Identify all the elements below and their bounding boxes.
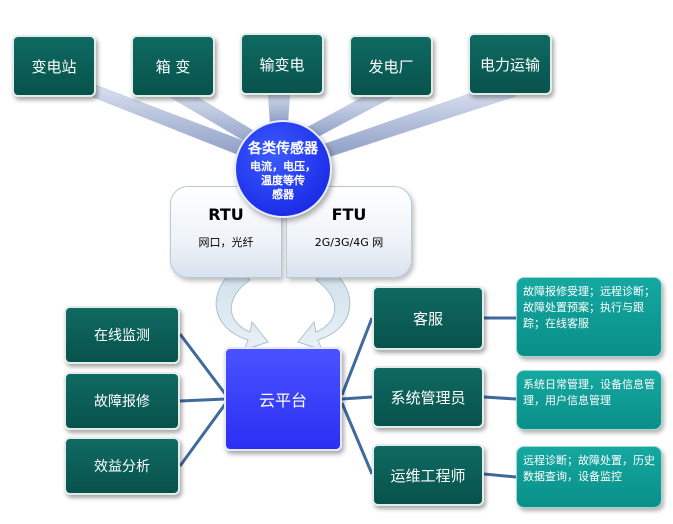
- role-connectors: [340, 316, 517, 479]
- sensor-line: 温度等传: [261, 174, 305, 187]
- role-description: 系统日常管理，设备信息管理，用户信息管理: [523, 378, 655, 407]
- role-description-om-engineer: 远程诊断；故障处置，历史数据查询，设备监控: [516, 446, 662, 508]
- source-arrows: [59, 79, 517, 159]
- role-description-system-admin: 系统日常管理，设备信息管理，用户信息管理: [516, 370, 662, 430]
- curve-arrow-left: [215, 267, 269, 351]
- source-label: 变电站: [31, 57, 77, 76]
- role-customer-service: 客服: [372, 286, 484, 350]
- terminal-network: 2G/3G/4G 网: [314, 236, 384, 249]
- terminal-to-platform-arrows: [215, 267, 351, 351]
- source-label: 电力运输: [479, 55, 540, 74]
- platform-label: 云平台: [258, 391, 307, 410]
- source-label: 箱 变: [155, 57, 191, 76]
- sensor-line: 感器: [272, 188, 294, 201]
- sensor-title: 各类传感器: [248, 141, 318, 157]
- function-connectors: [178, 333, 228, 467]
- source-label: 输变电: [259, 55, 305, 74]
- function-benefit-analysis: 效益分析: [64, 437, 180, 495]
- function-label: 在线监测: [94, 328, 150, 344]
- function-label: 故障报修: [94, 394, 150, 410]
- curve-arrow-right: [297, 267, 351, 351]
- terminal-rtu: RTU 网口，光纤: [170, 186, 282, 278]
- source-transmission: 输变电: [240, 33, 324, 95]
- terminal-network: 网口，光纤: [198, 236, 254, 249]
- cloud-platform: 云平台: [224, 347, 342, 451]
- source-substation: 变电站: [12, 35, 96, 97]
- terminal-name: FTU: [331, 205, 367, 224]
- role-label: 运维工程师: [390, 466, 466, 485]
- role-description: 远程诊断；故障处置，历史数据查询，设备监控: [523, 454, 655, 483]
- sensor-line: 电流，电压，: [250, 160, 316, 173]
- role-description-customer-service: 故障报修受理；远程诊断；故障处置预案；执行与跟踪；在线客服: [516, 277, 662, 357]
- role-description: 故障报修受理；远程诊断；故障处置预案；执行与跟踪；在线客服: [523, 285, 655, 330]
- role-system-admin: 系统管理员: [372, 366, 484, 428]
- role-om-engineer: 运维工程师: [372, 444, 484, 506]
- function-fault-repair: 故障报修: [64, 372, 180, 430]
- source-power-transport: 电力运输: [468, 33, 552, 95]
- sensor-node: 各类传感器 电流，电压， 温度等传 感器: [234, 120, 332, 218]
- terminal-name: RTU: [208, 205, 244, 224]
- function-label: 效益分析: [94, 459, 150, 475]
- sensor-description: 电流，电压， 温度等传 感器: [236, 160, 330, 202]
- function-online-monitoring: 在线监测: [64, 306, 180, 364]
- source-power-plant: 发电厂: [349, 35, 433, 97]
- source-box-transformer: 箱 变: [131, 35, 215, 97]
- source-label: 发电厂: [368, 57, 414, 76]
- role-label: 客服: [412, 309, 443, 328]
- role-label: 系统管理员: [390, 388, 466, 407]
